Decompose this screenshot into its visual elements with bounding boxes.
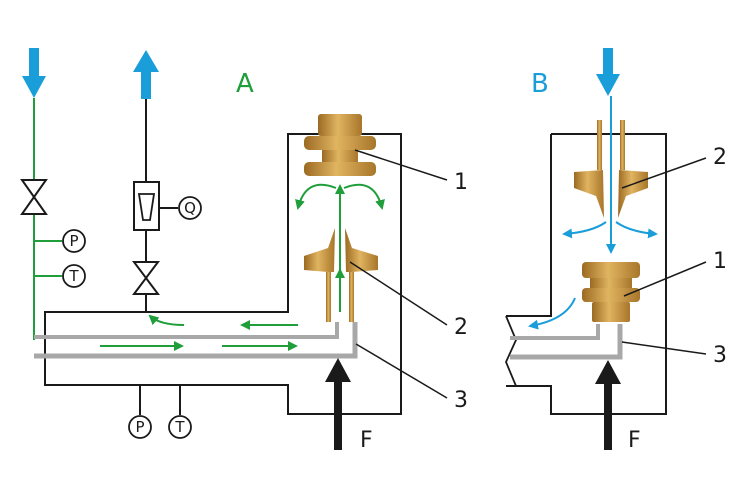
part-1-cap xyxy=(304,114,376,176)
pressure-gauge-label: P xyxy=(69,232,78,250)
force-arrow-a xyxy=(325,358,351,450)
break-line xyxy=(505,315,517,387)
callout-a-3: 3 xyxy=(454,388,468,413)
return-flow-arrows xyxy=(148,314,298,330)
lower-temperature-gauge-label: T xyxy=(174,418,185,436)
pipe-a xyxy=(34,322,358,359)
callout-b-2: 2 xyxy=(713,145,727,170)
temperature-gauge-label: T xyxy=(68,267,79,285)
inlet-valve-icon xyxy=(20,179,48,215)
pressure-gauge-icon: P xyxy=(62,229,86,253)
force-label-a: F xyxy=(360,428,373,453)
force-label-b: F xyxy=(628,428,641,453)
part-2-nozzle xyxy=(304,228,378,322)
inlet-arrow-b xyxy=(596,48,620,96)
lower-pressure-gauge-label: P xyxy=(135,418,144,436)
gas-inlet-arrow xyxy=(22,48,46,98)
panel-a-label: A xyxy=(236,69,254,99)
force-arrow-b xyxy=(595,360,621,450)
part-1-cap-b xyxy=(582,262,640,322)
gas-outlet-arrow xyxy=(133,50,159,99)
callout-a-2: 2 xyxy=(454,315,468,340)
lower-pressure-gauge-icon: P xyxy=(128,415,152,439)
panel-b: B xyxy=(505,48,727,453)
temperature-gauge-icon: T xyxy=(62,264,86,288)
chamber-a-outline xyxy=(44,133,402,415)
panel-b-label: B xyxy=(531,69,549,99)
panel-a: A P T xyxy=(20,48,468,453)
pipe-b xyxy=(510,324,623,360)
flowmeter-icon xyxy=(133,181,160,231)
callout-b-3: 3 xyxy=(713,343,727,368)
lower-temperature-gauge-icon: T xyxy=(168,415,192,439)
flow-rate-gauge-label: Q xyxy=(184,199,196,217)
callout-b-1: 1 xyxy=(713,249,727,274)
flow-rate-gauge-icon: Q xyxy=(178,196,202,220)
outlet-valve-icon xyxy=(132,261,160,295)
callout-a-1: 1 xyxy=(454,170,468,195)
flow-arrows-b xyxy=(528,96,658,330)
